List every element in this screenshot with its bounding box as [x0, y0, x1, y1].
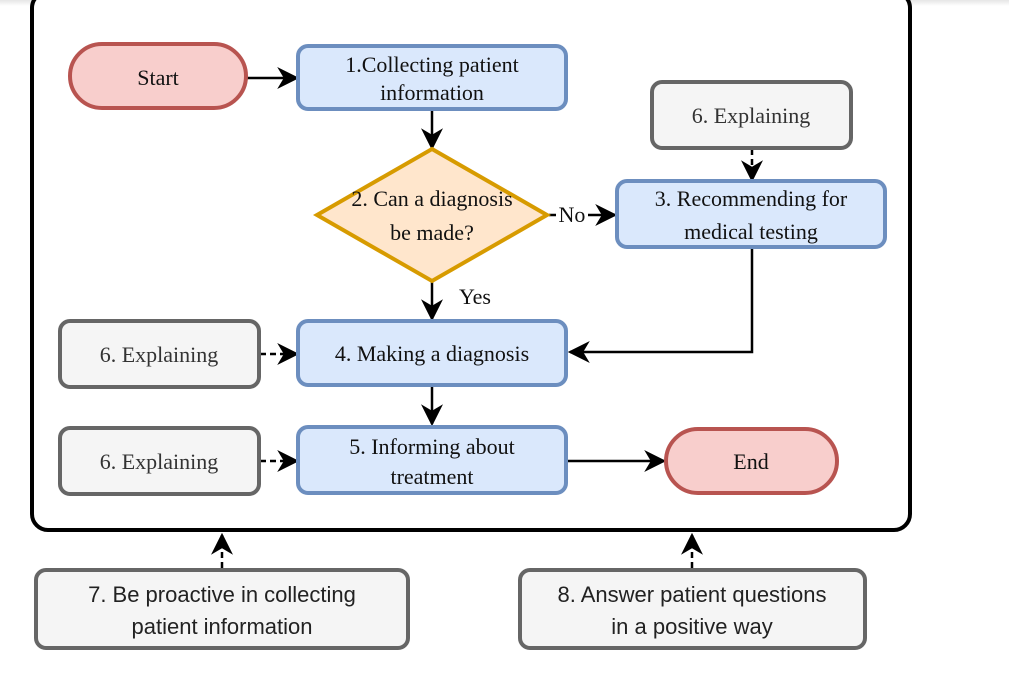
collect-label-line-1: 1.Collecting patient	[345, 52, 519, 77]
explain-top-node: 6. Explaining	[650, 80, 853, 150]
proactive-label-line-2: patient information	[132, 614, 313, 639]
start-node: Start	[68, 42, 248, 110]
inform-label-line-1: 5. Informing about	[349, 434, 515, 459]
no-label-bg	[556, 203, 588, 227]
diagnosis-label: 4. Making a diagnosis	[335, 341, 529, 366]
explain-bottom-node: 6. Explaining	[58, 426, 261, 496]
proactive-node: 7. Be proactive in collecting patient in…	[34, 568, 410, 650]
decision-label-line-1: 2. Can a diagnosis	[351, 186, 512, 211]
explain-mid-node: 6. Explaining	[58, 319, 261, 389]
end-node: End	[664, 427, 839, 495]
explain-bottom-label: 6. Explaining	[100, 449, 219, 474]
explain-mid-label: 6. Explaining	[100, 342, 219, 367]
answer-label-line-2: in a positive way	[611, 614, 772, 639]
answer-label-line-1: 8. Answer patient questions	[557, 582, 826, 607]
inform-node: 5. Informing about treatment	[296, 425, 568, 495]
edge-yes-label: Yes	[459, 284, 491, 309]
decision-node: 2. Can a diagnosis be made?	[312, 146, 552, 284]
start-label: Start	[137, 65, 179, 90]
recommend-label-line-1: 3. Recommending for	[655, 186, 848, 211]
inform-label-line-2: treatment	[390, 464, 473, 489]
answer-node: 8. Answer patient questions in a positiv…	[518, 568, 867, 650]
collect-label-line-2: information	[380, 80, 484, 105]
edge-recommend-diagnosis	[567, 248, 754, 363]
diagnosis-node: 4. Making a diagnosis	[296, 319, 568, 387]
end-label: End	[733, 449, 768, 474]
explain-top-label: 6. Explaining	[692, 103, 811, 128]
collect-node: 1.Collecting patient information	[296, 44, 568, 111]
recommend-node: 3. Recommending for medical testing	[615, 179, 887, 249]
recommend-label-line-2: medical testing	[684, 219, 818, 244]
edge-no-label: No	[559, 202, 586, 227]
proactive-label-line-1: 7. Be proactive in collecting	[88, 582, 356, 607]
decision-label-line-2: be made?	[390, 220, 474, 245]
